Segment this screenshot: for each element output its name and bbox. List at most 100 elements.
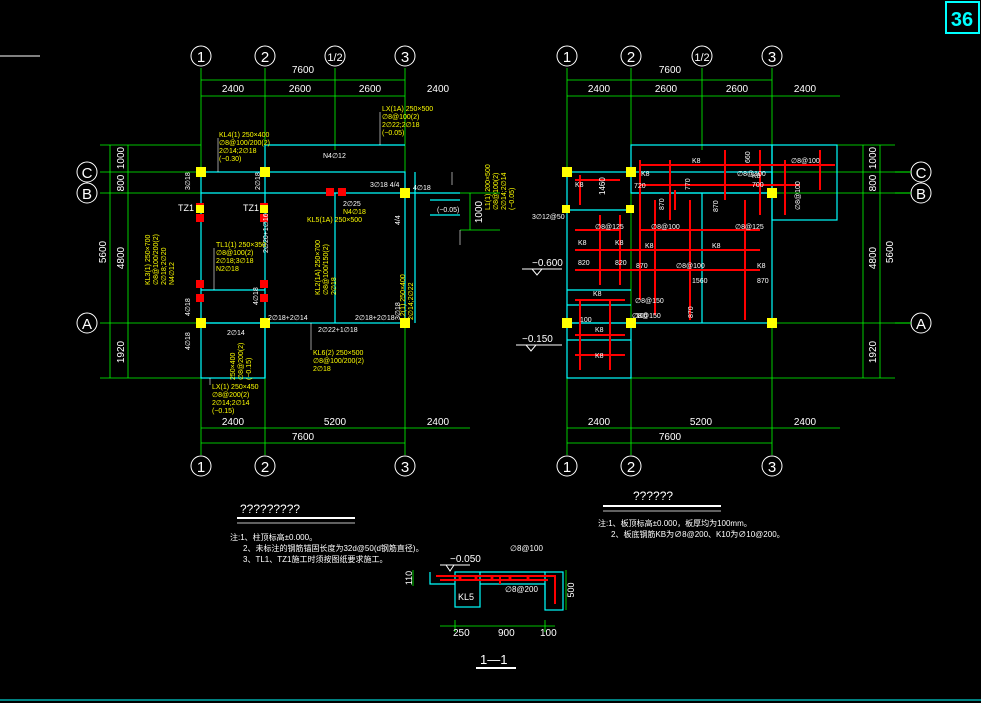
- column: [562, 205, 570, 213]
- svg-text:1: 1: [563, 459, 571, 476]
- ann-lx1: LX(1) 250×450 ∅8@200(2) 2∅14;2∅14 (−0.15…: [212, 384, 259, 415]
- svg-text:2∅14;2∅18: 2∅14;2∅18: [219, 148, 257, 155]
- column: [626, 205, 634, 213]
- dim-bottom: 2400: [794, 417, 817, 428]
- svg-text:KL5(1A) 250×500: KL5(1A) 250×500: [307, 217, 362, 224]
- svg-text:2∅22;2∅18: 2∅22;2∅18: [382, 122, 420, 129]
- dim-bottom: 2400: [588, 417, 611, 428]
- svg-text:1460: 1460: [598, 177, 607, 195]
- label-3-18b: 3∅18: [395, 302, 402, 320]
- left-plan: 1 2 1/2 3 1 2 3 C B A 7600 2400: [76, 45, 516, 564]
- dim-overall-top: 7600: [659, 65, 682, 76]
- dim-top: 2600: [726, 84, 749, 95]
- svg-text:C: C: [82, 165, 93, 182]
- svg-text:2: 2: [261, 49, 269, 66]
- svg-text:3: 3: [401, 49, 409, 66]
- label-2-18-14: 2∅18+2∅14: [268, 315, 308, 322]
- section-rebar-mid: ∅8@200: [505, 585, 538, 594]
- svg-text:K8: K8: [645, 243, 654, 250]
- svg-text:820: 820: [578, 260, 590, 267]
- axis-bubbles-side-right: C B A: [895, 161, 932, 334]
- section-dim-110: 110: [404, 571, 414, 585]
- svg-text:∅8@100(2): ∅8@100(2): [493, 173, 500, 210]
- ann-tl1: TL1(1) 250×350 ∅8@100(2) 2∅18;3∅18 N2∅18: [216, 242, 266, 273]
- sheet-number-box: [945, 1, 980, 34]
- svg-text:K8: K8: [752, 173, 761, 180]
- svg-text:KL3(1) 250×700: KL3(1) 250×700: [145, 234, 152, 285]
- label-2-18-18: 2∅18+2∅18: [355, 315, 395, 322]
- label-tz1: TZ1: [243, 203, 259, 213]
- svg-text:L2(1) 250×400: L2(1) 250×400: [400, 274, 407, 320]
- svg-text:720: 720: [634, 183, 646, 190]
- dim-overall-bottom: 7600: [292, 432, 315, 443]
- svg-text:K8: K8: [593, 291, 602, 298]
- svg-text:∅8@150: ∅8@150: [635, 298, 664, 305]
- column: [260, 318, 270, 328]
- label-4-18d: 4∅18: [185, 332, 192, 350]
- column: [400, 318, 410, 328]
- svg-text:870: 870: [757, 278, 769, 285]
- column: [562, 318, 572, 328]
- svg-text:KL6(2) 250×500: KL6(2) 250×500: [313, 350, 364, 357]
- svg-text:∅8@100: ∅8@100: [737, 171, 766, 178]
- svg-text:K8: K8: [641, 171, 650, 178]
- section-1-1: −0.050 KL5 ∅8@100 ∅8@200 110 500 250 900…: [404, 544, 576, 669]
- dim-left: 1920: [116, 340, 127, 363]
- svg-text:∅8@125: ∅8@125: [735, 224, 764, 231]
- dim-overall-top: 7600: [292, 65, 315, 76]
- left-note-1: 注:1、柱顶标高±0.000。: [230, 532, 317, 542]
- svg-text:2∅18;2∅20: 2∅18;2∅20: [161, 247, 168, 285]
- svg-text:K8: K8: [692, 158, 701, 165]
- left-note-3: 3、TL1、TZ1施工时须按图纸要求施工。: [243, 554, 387, 564]
- svg-text:1/2: 1/2: [327, 52, 342, 64]
- svg-text:700: 700: [752, 182, 764, 189]
- dim-right: 800: [868, 174, 879, 191]
- dim-overall-bottom: 7600: [659, 432, 682, 443]
- svg-text:100: 100: [636, 313, 648, 320]
- label-4-4: 3∅18 4/4: [370, 182, 400, 189]
- svg-text:2∅14;2∅14: 2∅14;2∅14: [212, 400, 250, 407]
- dim-top: 2400: [222, 84, 245, 95]
- dim-right: 1000: [474, 200, 485, 223]
- svg-text:LX(1) 250×450: LX(1) 250×450: [212, 384, 259, 391]
- section-beam-label: KL5: [458, 592, 474, 602]
- axis-bubbles-bottom-left: 1 2 3: [190, 455, 416, 477]
- sheet-number: 36: [951, 9, 973, 31]
- svg-text:∅8@200(2): ∅8@200(2): [212, 392, 249, 399]
- svg-text:1/2: 1/2: [694, 52, 709, 64]
- label-2-14: 2∅14: [227, 330, 245, 337]
- svg-text:∅8@100: ∅8@100: [676, 263, 705, 270]
- svg-text:2∅18: 2∅18: [313, 366, 331, 373]
- svg-text:2∅14;2∅14: 2∅14;2∅14: [501, 172, 508, 210]
- svg-text:(−0.30): (−0.30): [219, 156, 241, 163]
- svg-text:LX(1A) 250×500: LX(1A) 250×500: [382, 106, 433, 113]
- svg-text:660: 660: [745, 151, 752, 163]
- dim-bottom: 5200: [324, 417, 347, 428]
- slab-rebar: [575, 150, 835, 370]
- svg-text:870: 870: [659, 198, 666, 210]
- section-title: 1—1: [480, 652, 507, 667]
- dim-right: 4800: [868, 246, 879, 269]
- svg-text:3∅12@50: 3∅12@50: [532, 214, 565, 221]
- ann-kl4: KL4(1) 250×400 ∅8@100/200(2) 2∅14;2∅18 (…: [219, 132, 270, 163]
- dim-left: 1000: [116, 146, 127, 169]
- svg-text:K8: K8: [712, 243, 721, 250]
- right-note-2: 2、板底钢筋KB为∅8@200、K10为∅10@200。: [611, 529, 785, 539]
- column: [562, 167, 572, 177]
- svg-text:∅8@100: ∅8@100: [791, 158, 820, 165]
- svg-text:B: B: [916, 186, 926, 203]
- ann-lx1a: LX(1A) 250×500 ∅8@100(2) 2∅22;2∅18 (−0.0…: [382, 106, 433, 137]
- svg-text:∅8@100(2): ∅8@100(2): [216, 250, 253, 257]
- level-marker: −0.600: [522, 258, 563, 276]
- svg-text:1: 1: [197, 459, 205, 476]
- right-note-1: 注:1、板顶标高±0.000，板厚均为100mm。: [598, 518, 752, 528]
- axis-bubbles-bottom-right: 1 2 3: [556, 455, 783, 477]
- svg-text:TL1(1) 250×350: TL1(1) 250×350: [216, 242, 266, 249]
- dim-left: 4800: [116, 246, 127, 269]
- svg-text:∅8@200(2): ∅8@200(2): [238, 343, 245, 380]
- svg-text:A: A: [916, 316, 926, 333]
- svg-text:3: 3: [768, 459, 776, 476]
- right-plan: 1 2 1/2 3 1 2 3 C B A 760: [516, 45, 932, 539]
- column: [767, 188, 777, 198]
